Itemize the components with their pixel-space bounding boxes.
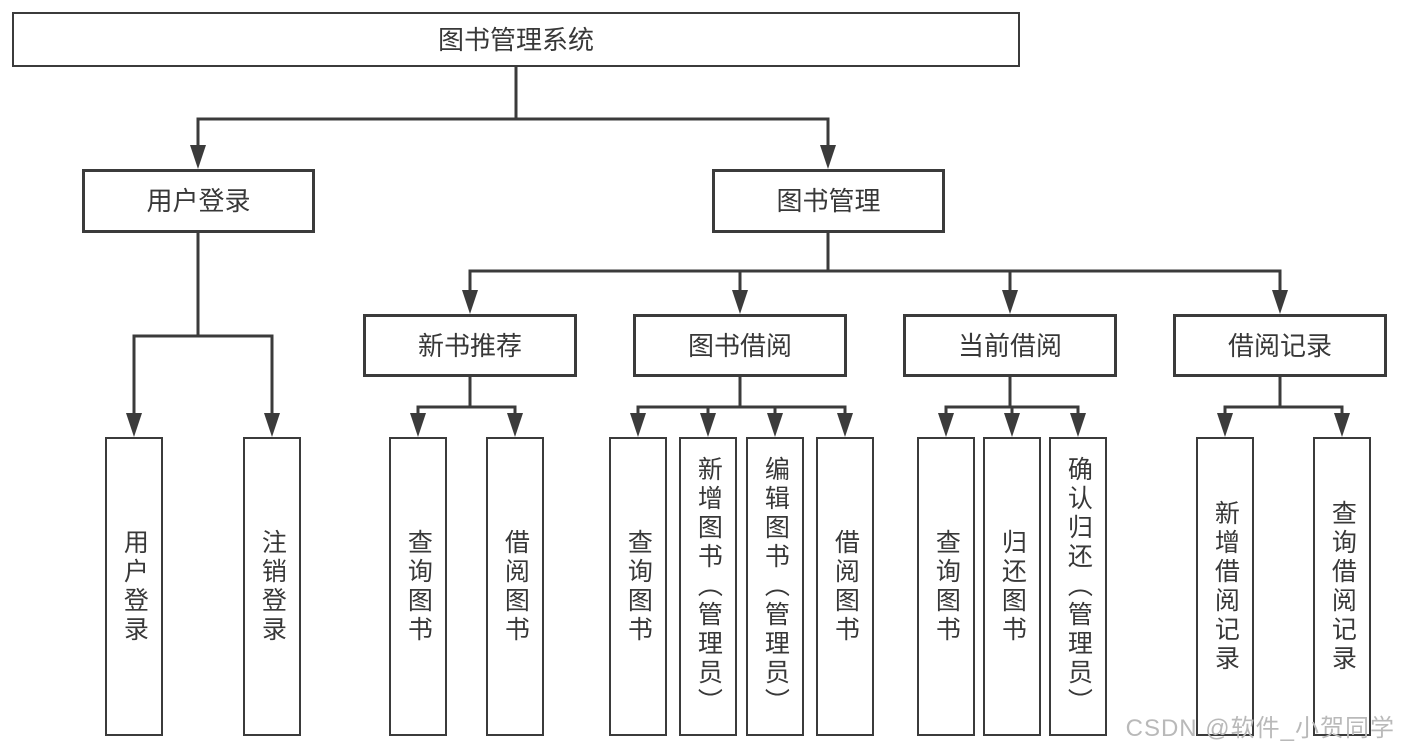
node-label: 查询借阅记录 [1328, 499, 1357, 674]
node-borrowing-records: 借阅记录 [1173, 314, 1387, 377]
node-label: 新增图书（管理员） [694, 456, 723, 717]
node-label: 查询图书 [404, 528, 433, 645]
node-label: 借阅图书 [501, 528, 530, 645]
arrowhead-icon [410, 413, 426, 437]
node-label: 图书管理 [776, 186, 881, 216]
node-label: 用户登录 [120, 528, 149, 645]
node-label: 图书借阅 [687, 330, 792, 361]
arrowhead-icon [700, 413, 716, 437]
leaf-query-books-borrow: 查询图书 [609, 437, 667, 736]
arrowhead-icon [1004, 413, 1020, 437]
node-label: 借阅记录 [1227, 330, 1332, 361]
leaf-add-borrow-record: 新增借阅记录 [1196, 437, 1254, 736]
leaf-confirm-return-admin: 确认归还（管理员） [1049, 437, 1107, 736]
csdn-watermark: CSDN @软件_小贺同学 [1125, 715, 1395, 742]
node-label: 新书推荐 [417, 330, 522, 361]
arrowhead-icon [126, 413, 142, 437]
arrowhead-icon [1070, 413, 1086, 437]
leaf-return-books: 归还图书 [983, 437, 1041, 736]
arrowhead-icon [767, 413, 783, 437]
leaf-logout: 注销登录 [243, 437, 301, 736]
leaf-query-books-current: 查询图书 [917, 437, 975, 736]
node-label: 用户登录 [146, 186, 251, 216]
arrowhead-icon [820, 145, 836, 169]
node-label: 确认归还（管理员） [1064, 456, 1093, 717]
node-label: 当前借阅 [957, 330, 1062, 361]
node-new-book-recommendation: 新书推荐 [363, 314, 577, 377]
leaf-borrow-books: 借阅图书 [816, 437, 874, 736]
arrowhead-icon [732, 290, 748, 314]
node-label: 图书管理系统 [437, 24, 594, 55]
node-library-management-system: 图书管理系统 [12, 12, 1020, 67]
node-label: 查询图书 [932, 528, 961, 645]
node-label: 新增借阅记录 [1211, 499, 1240, 674]
arrowhead-icon [1217, 413, 1233, 437]
arrowhead-icon [507, 413, 523, 437]
leaf-borrow-books-recommend: 借阅图书 [486, 437, 544, 736]
leaf-edit-books-admin: 编辑图书（管理员） [746, 437, 804, 736]
arrowhead-icon [1334, 413, 1350, 437]
arrowhead-icon [630, 413, 646, 437]
node-label: 编辑图书（管理员） [761, 456, 790, 717]
leaf-query-borrow-record: 查询借阅记录 [1313, 437, 1371, 736]
node-user-login-branch: 用户登录 [82, 169, 315, 233]
arrowhead-icon [190, 145, 206, 169]
arrowhead-icon [837, 413, 853, 437]
node-label: 查询图书 [624, 528, 653, 645]
leaf-query-books-recommend: 查询图书 [389, 437, 447, 736]
arrowhead-icon [1002, 290, 1018, 314]
node-current-borrowing: 当前借阅 [903, 314, 1117, 377]
leaf-user-login: 用户登录 [105, 437, 163, 736]
node-book-management-branch: 图书管理 [712, 169, 945, 233]
arrowhead-icon [938, 413, 954, 437]
arrowhead-icon [1272, 290, 1288, 314]
node-label: 注销登录 [258, 528, 287, 645]
node-label: 归还图书 [998, 528, 1027, 645]
leaf-add-books-admin: 新增图书（管理员） [679, 437, 737, 736]
node-book-borrowing: 图书借阅 [633, 314, 847, 377]
arrowhead-icon [264, 413, 280, 437]
node-label: 借阅图书 [831, 528, 860, 645]
arrowhead-icon [462, 290, 478, 314]
